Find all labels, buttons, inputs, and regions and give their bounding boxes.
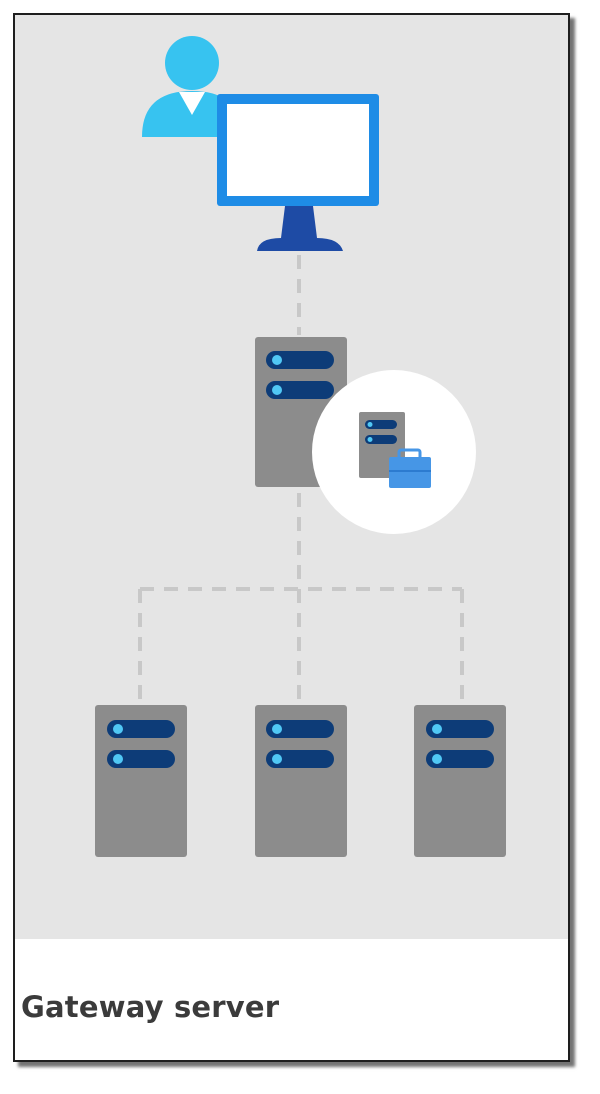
monitor-icon (217, 94, 379, 251)
gateway-server-card: Gateway server (13, 13, 570, 1062)
server-icon (95, 705, 187, 857)
connector-lines (138, 255, 464, 705)
server-briefcase-icon (312, 370, 476, 534)
server-icon (414, 705, 506, 857)
network-diagram (95, 36, 506, 857)
target-servers (95, 705, 506, 857)
briefcase-icon (389, 448, 431, 488)
diagram-area (15, 15, 568, 939)
server-icon (255, 705, 347, 857)
diagram-caption: Gateway server (21, 990, 280, 1024)
